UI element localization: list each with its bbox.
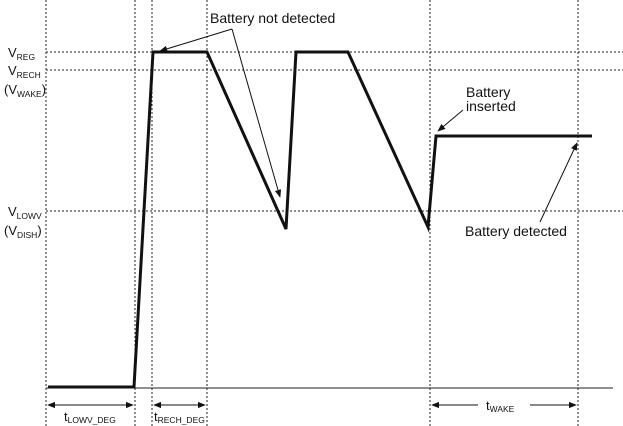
trech-deg-label: tRECH_DEG <box>154 409 205 425</box>
annotations: Battery not detected Battery inserted Ba… <box>159 10 578 239</box>
battery-inserted-label-line1: Battery <box>466 84 510 100</box>
battery-voltage-waveform <box>48 50 592 389</box>
vertical-timing-markers <box>45 0 579 426</box>
arrow-to-battery-detected-level <box>539 142 578 223</box>
battery-inserted-label-line2: inserted <box>466 98 516 114</box>
battery-not-detected-label: Battery not detected <box>210 10 335 26</box>
timing-intervals: tLOWV_DEG tRECH_DEG tWAKE <box>47 398 577 425</box>
vreg-label: VREG <box>8 45 35 62</box>
voltage-level-labels: VREG VRECH (VWAKE) VLOWV (VDISH) <box>4 45 46 240</box>
twake-label: tWAKE <box>486 398 515 414</box>
arrow-to-vreg-plateau <box>159 28 233 52</box>
battery-detected-label: Battery detected <box>465 223 567 239</box>
vwake-label: (VWAKE) <box>4 82 46 99</box>
threshold-lines <box>46 51 623 389</box>
tlowv-deg-label: tLOWV_DEG <box>64 409 116 425</box>
arrow-to-battery-inserted-edge <box>437 109 464 132</box>
vlowv-label: VLOWV <box>8 204 42 221</box>
arrow-to-discharge-valley <box>231 28 282 198</box>
vrech-label: VRECH <box>8 63 41 80</box>
vdish-label: (VDISH) <box>4 223 42 240</box>
